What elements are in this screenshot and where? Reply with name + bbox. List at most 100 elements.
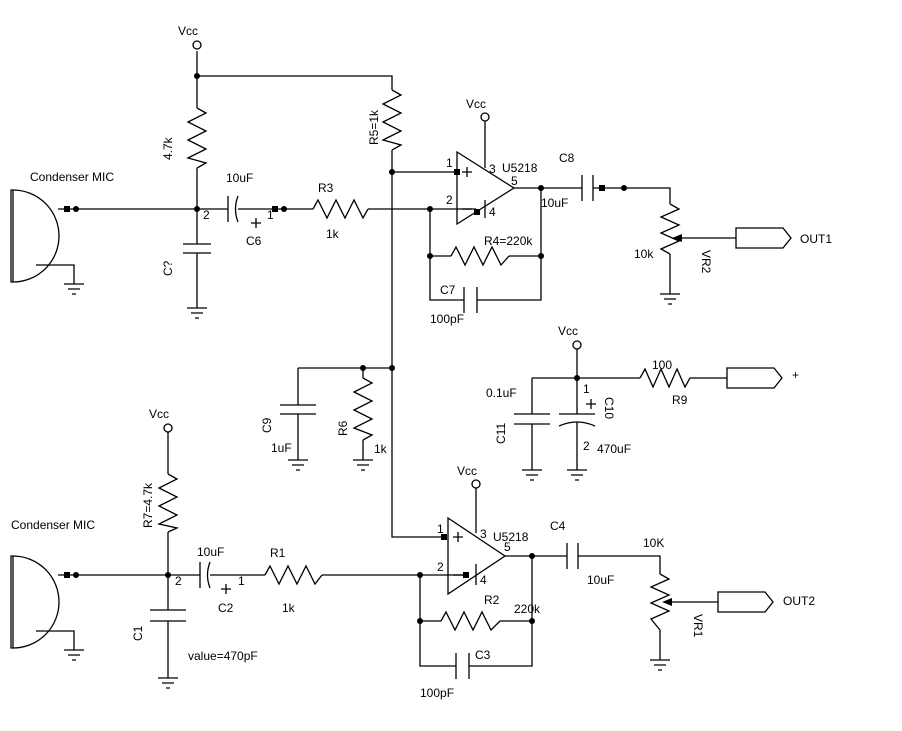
wire-fb-u2 bbox=[419, 575, 456, 667]
c8-label: C8 bbox=[559, 151, 575, 165]
vr2-value: 10k bbox=[634, 247, 654, 261]
r3-value: 1k bbox=[326, 227, 340, 241]
r7-label: R7=4.7k bbox=[141, 482, 155, 528]
vcc-label: Vcc bbox=[558, 324, 578, 338]
microphone-icon bbox=[10, 189, 60, 283]
r9-value: 100 bbox=[652, 358, 672, 372]
junction bbox=[538, 185, 544, 191]
resistor-r7-icon bbox=[157, 473, 180, 533]
r4-label: R4=220k bbox=[484, 234, 533, 248]
out2-label: OUT2 bbox=[783, 594, 815, 608]
r2-label: R2 bbox=[484, 593, 500, 607]
vcc-terminal-icon bbox=[480, 112, 490, 122]
u2-name: U5218 bbox=[493, 530, 529, 544]
c2-label: C2 bbox=[218, 601, 234, 615]
junction bbox=[165, 572, 171, 578]
labels: Vcc Vcc Vcc Vcc Vcc R5=1k 4.7k Condenser… bbox=[11, 24, 832, 700]
resistor-r6-icon bbox=[352, 377, 374, 441]
ground-icon bbox=[660, 293, 680, 305]
wire-c4-vr1 bbox=[578, 555, 661, 574]
resistor-r4-icon bbox=[450, 245, 510, 267]
ground-icon bbox=[567, 469, 587, 481]
junction bbox=[529, 553, 535, 559]
wire-r5-down bbox=[391, 150, 444, 538]
plus-sign-icon bbox=[251, 218, 261, 228]
junction bbox=[73, 572, 79, 578]
r2-value: 220k bbox=[514, 602, 541, 616]
wire-vcc-top bbox=[196, 51, 393, 90]
ground-icon bbox=[64, 283, 84, 295]
out1-label: OUT1 bbox=[800, 232, 832, 246]
ground-symbols bbox=[64, 283, 680, 689]
r5-label: R5=1k bbox=[367, 109, 381, 145]
pin-square bbox=[64, 572, 70, 578]
pin-square bbox=[463, 572, 469, 578]
resistor-r2-icon bbox=[440, 610, 501, 632]
pin-label: 1 bbox=[238, 574, 245, 588]
c1-label: C1 bbox=[131, 625, 145, 641]
pin-label: 3 bbox=[489, 162, 496, 176]
r9-label: R9 bbox=[672, 393, 688, 407]
c9-label: C9 bbox=[260, 417, 274, 433]
pin-label: 2 bbox=[203, 208, 210, 222]
junction bbox=[194, 73, 200, 79]
plus-sign-icon bbox=[221, 584, 231, 594]
pin-square bbox=[272, 206, 278, 212]
pin-label: 1 bbox=[437, 522, 444, 536]
resistor-4k7-label: 4.7k bbox=[161, 136, 175, 160]
junction bbox=[529, 618, 535, 624]
junction bbox=[427, 253, 433, 259]
junction bbox=[389, 365, 395, 371]
plus-sign-icon bbox=[586, 399, 596, 409]
capacitor-c6-icon bbox=[234, 195, 239, 223]
r3-label: R3 bbox=[318, 181, 334, 195]
c9-value: 1uF bbox=[271, 441, 292, 455]
pin-label: 2 bbox=[437, 560, 444, 574]
resistor-r9-icon bbox=[639, 367, 691, 389]
junction bbox=[538, 253, 544, 259]
wiper-arrow-vr2-icon bbox=[672, 234, 682, 242]
junction bbox=[194, 206, 200, 212]
vcc-terminal-icon bbox=[192, 40, 202, 50]
pin-label: 5 bbox=[504, 540, 511, 554]
pin-label: 1 bbox=[267, 208, 274, 222]
c3-value: 100pF bbox=[420, 686, 454, 700]
plus-label: + bbox=[792, 368, 799, 382]
junctions bbox=[64, 73, 627, 624]
vr1-value: 10K bbox=[643, 536, 664, 550]
resistor-4k7-icon bbox=[186, 107, 208, 169]
opamp-u1-icon bbox=[456, 150, 516, 226]
ground-icon bbox=[522, 469, 542, 481]
resistor-r5-icon bbox=[381, 89, 403, 151]
wires bbox=[36, 51, 736, 678]
c3-label: C3 bbox=[475, 648, 491, 662]
junction bbox=[281, 206, 287, 212]
pin-label: 4 bbox=[480, 573, 487, 587]
vcc-terminal-icon bbox=[572, 340, 582, 350]
junction bbox=[427, 206, 433, 212]
pin-square bbox=[64, 206, 70, 212]
pin-label: 1 bbox=[446, 156, 453, 170]
ground-icon bbox=[650, 659, 670, 671]
junction bbox=[574, 375, 580, 381]
junction bbox=[417, 572, 423, 578]
ground-icon bbox=[64, 649, 84, 661]
vcc-label: Vcc bbox=[149, 407, 169, 421]
vcc-terminal-icon bbox=[471, 479, 481, 489]
wire-fb-u1 bbox=[429, 209, 464, 301]
vcc-terminal-icon bbox=[163, 423, 173, 433]
wire-mic1-gnd bbox=[36, 264, 75, 284]
opamp-u2-icon bbox=[447, 516, 507, 596]
wire-fb-u1-b bbox=[477, 190, 542, 301]
mic1-label: Condenser MIC bbox=[30, 170, 114, 184]
resistor-r1-icon bbox=[264, 564, 323, 586]
c1-value: value=470pF bbox=[188, 649, 258, 663]
cq-label: C? bbox=[161, 260, 175, 276]
resistor-r3-icon bbox=[312, 198, 369, 220]
pin-label: 4 bbox=[489, 205, 496, 219]
potentiometer-vr2-icon bbox=[659, 203, 681, 255]
r6-value: 1k bbox=[374, 442, 388, 456]
c10-value: 470uF bbox=[597, 442, 631, 456]
capacitors bbox=[150, 175, 596, 679]
